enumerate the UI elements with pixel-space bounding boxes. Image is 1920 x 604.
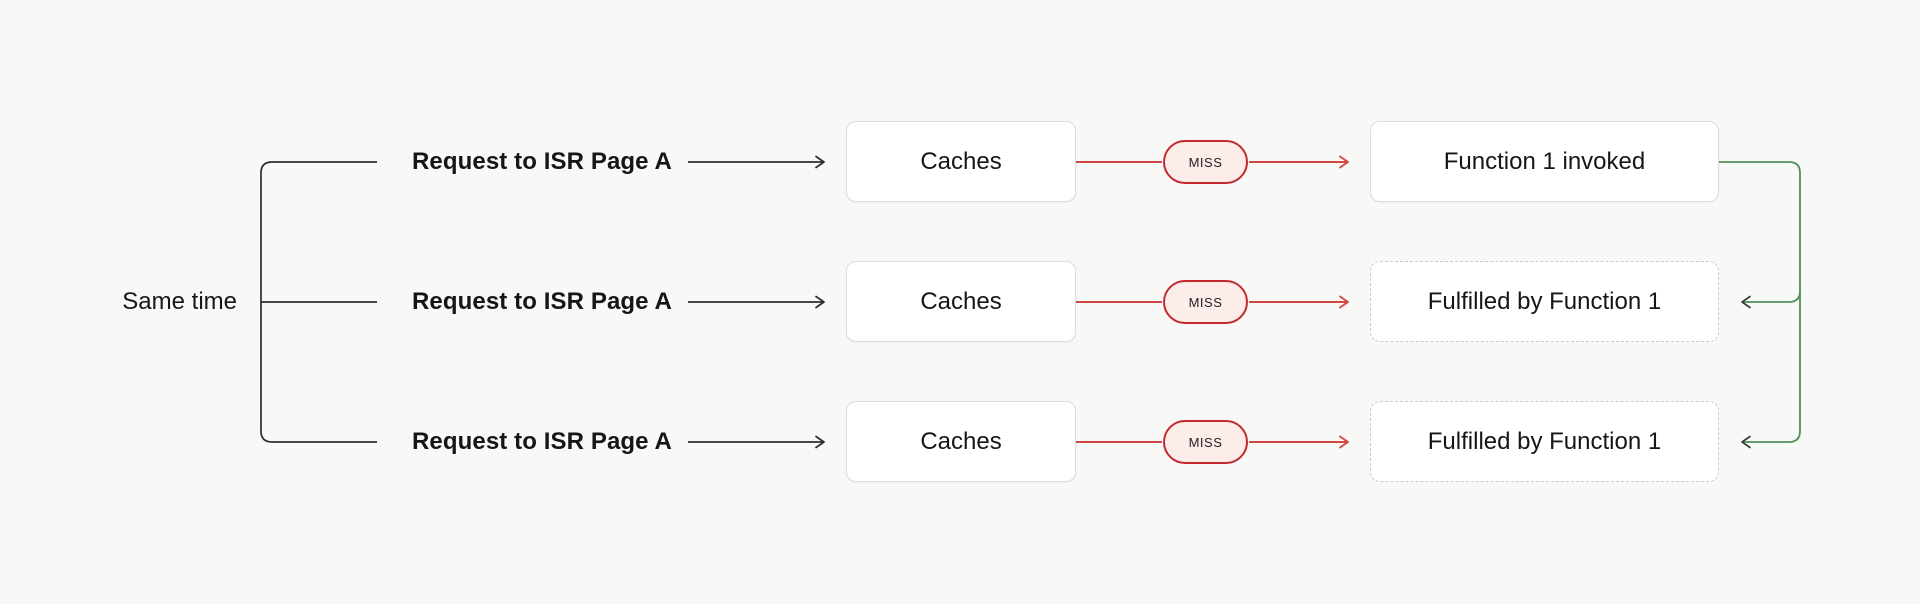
caches-node: Caches: [846, 401, 1076, 482]
caches-node: Caches: [846, 261, 1076, 342]
same-time-label: Same time: [122, 288, 237, 315]
fulfilled-node: Fulfilled by Function 1: [1370, 261, 1719, 342]
flow-row-3: Request to ISR Page A Caches MISS Fulfil…: [0, 401, 1920, 483]
fulfilled-node: Fulfilled by Function 1: [1370, 401, 1719, 482]
miss-badge: MISS: [1163, 420, 1248, 464]
request-label: Request to ISR Page A: [412, 428, 672, 455]
flow-row-2: Request to ISR Page A Caches MISS Fulfil…: [0, 261, 1920, 343]
function-invoked-node: Function 1 invoked: [1370, 121, 1719, 202]
request-label: Request to ISR Page A: [412, 288, 672, 315]
function-fulfil-connector: [1719, 161, 1801, 449]
miss-badge: MISS: [1163, 140, 1248, 184]
caches-node: Caches: [846, 121, 1076, 202]
flow-row-1: Request to ISR Page A Caches MISS Functi…: [0, 121, 1920, 203]
function-fulfil-branch-row-2: [1741, 290, 1801, 309]
request-label: Request to ISR Page A: [412, 148, 672, 175]
miss-badge: MISS: [1163, 280, 1248, 324]
